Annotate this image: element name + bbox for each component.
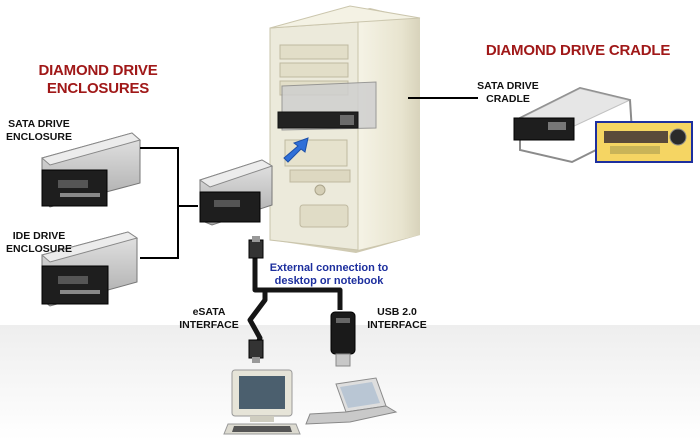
sata-enclosure-label: SATA DRIVE ENCLOSURE: [0, 118, 78, 144]
ide-enclosure-icon: [40, 231, 139, 307]
bracket-lines: [140, 147, 198, 259]
sata-cradle-label: SATA DRIVE CRADLE: [468, 80, 548, 106]
sata-cradle-line2: CRADLE: [486, 92, 530, 105]
ide-enclosure-line2: ENCLOSURE: [6, 242, 72, 255]
esata-connector-bottom: [248, 339, 264, 363]
external-connection-line1: External connection to: [269, 262, 389, 274]
esata-connector-top: [248, 236, 264, 259]
sata-cradle-line1: SATA DRIVE: [477, 80, 539, 92]
usb-interface-line1: USB 2.0: [377, 306, 417, 318]
insert-arrow-icon: [283, 137, 309, 163]
enclosures-title: DIAMOND DRIVE ENCLOSURES: [28, 62, 168, 99]
esata-interface-line1: eSATA: [192, 306, 226, 318]
esata-interface-label: eSATA INTERFACE: [174, 306, 244, 332]
sata-enclosure-line1: SATA DRIVE: [8, 118, 70, 130]
cradle-title-text: DIAMOND DRIVE CRADLE: [485, 42, 671, 59]
esata-interface-line2: INTERFACE: [179, 318, 239, 331]
ide-enclosure-label: IDE DRIVE ENCLOSURE: [0, 230, 78, 256]
external-connection-label: External connection to desktop or notebo…: [264, 262, 394, 289]
sata-enclosure-line2: ENCLOSURE: [6, 130, 72, 143]
cradle-title: DIAMOND DRIVE CRADLE: [468, 42, 688, 60]
desktop-computer-icon: [223, 369, 301, 435]
enclosure-icon: [198, 159, 274, 226]
enclosures-title-line1: DIAMOND DRIVE: [38, 62, 158, 79]
ide-enclosure-line1: IDE DRIVE: [12, 230, 66, 242]
enclosures-title-line2: ENCLOSURES: [46, 80, 150, 98]
laptop-icon: [305, 377, 398, 425]
usb-interface-label: USB 2.0 INTERFACE: [362, 306, 432, 332]
sata-enclosure-icon: [40, 132, 142, 208]
tower-computer-icon: [269, 5, 421, 253]
cradle-inset-icon: [595, 121, 693, 163]
usb-adapter-icon: [330, 311, 356, 367]
external-connection-line2: desktop or notebook: [274, 275, 384, 288]
usb-interface-line2: INTERFACE: [367, 318, 427, 331]
